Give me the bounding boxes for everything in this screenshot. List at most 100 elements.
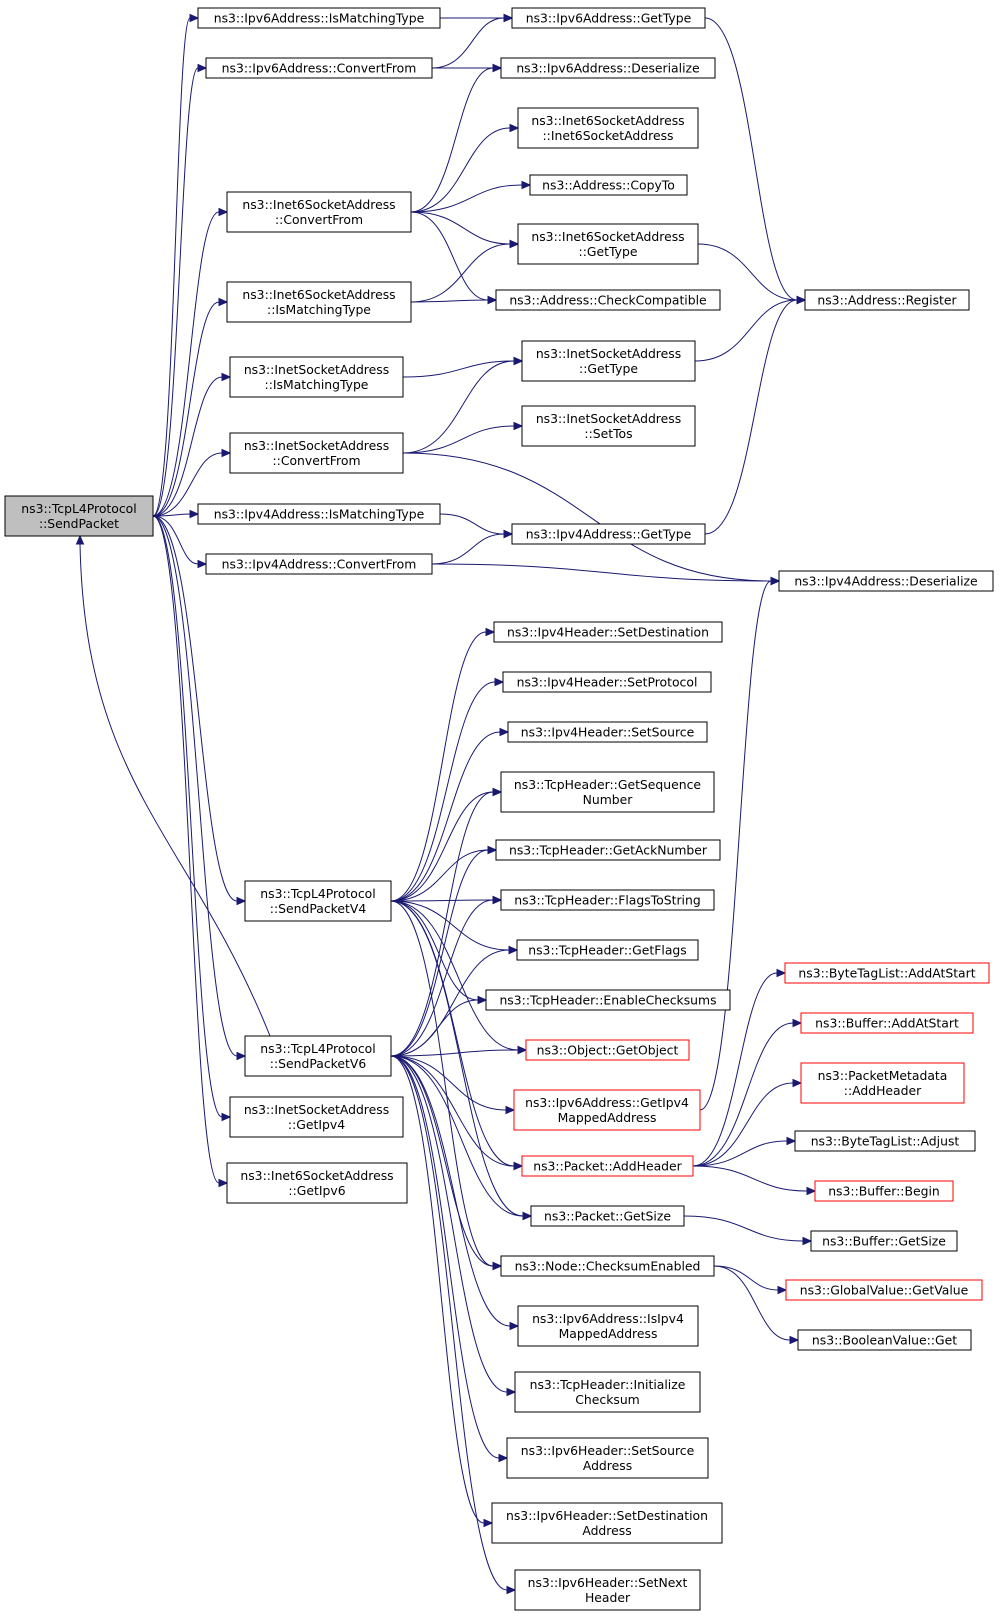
node-ipv4addr-convert-from[interactable]: ns3::Ipv4Address::ConvertFrom (205, 553, 433, 575)
edge-ipv4addr_convert_from-to-ipv4addr_get_type (431, 529, 514, 565)
node-box (797, 1329, 972, 1351)
node-label: ns3::InetSocketAddress (244, 438, 389, 453)
node-send-packet-v4[interactable]: ns3::TcpL4Protocol::SendPacketV4 (244, 880, 392, 922)
edge-line (152, 211, 220, 517)
node-address-copy-to[interactable]: ns3::Address::CopyTo (529, 174, 688, 196)
node-box (500, 1255, 715, 1277)
node-send-packet[interactable]: ns3::TcpL4Protocol::SendPacket (4, 495, 154, 537)
edge-send_packet-to-inetsock_is_matching_type (152, 372, 232, 517)
edge-line (410, 211, 489, 301)
node-buffer-get-size[interactable]: ns3::Buffer::GetSize (810, 1230, 958, 1252)
edge-line (431, 533, 505, 565)
node-booleanvalue-get[interactable]: ns3::BooleanValue::Get (797, 1329, 972, 1351)
edge-send_packet_v6-to-node_checksum_enabled (390, 1055, 503, 1271)
node-bytetaglist-add-at-start[interactable]: ns3::ByteTagList::AddAtStart (784, 962, 990, 984)
arrowhead-icon (513, 421, 524, 431)
node-ipv6addr-convert-from[interactable]: ns3::Ipv6Address::ConvertFrom (205, 57, 433, 79)
node-ipv4hdr-set-destination[interactable]: ns3::Ipv4Header::SetDestination (493, 621, 723, 643)
edge-node_checksum_enabled-to-globalvalue_get_value (713, 1265, 788, 1295)
node-inet6sock-ctor[interactable]: ns3::Inet6SocketAddress::Inet6SocketAddr… (517, 107, 699, 149)
node-buffer-add-at-start[interactable]: ns3::Buffer::AddAtStart (800, 1012, 974, 1034)
edge-line (431, 563, 772, 582)
node-label: ns3::TcpL4Protocol (260, 1041, 375, 1056)
node-ipv4hdr-set-source[interactable]: ns3::Ipv4Header::SetSource (507, 721, 708, 743)
node-inetsock-set-tos[interactable]: ns3::InetSocketAddress::SetTos (521, 405, 696, 447)
node-inet6sock-get-ipv6[interactable]: ns3::Inet6SocketAddress::GetIpv6 (226, 1162, 408, 1204)
node-inet6sock-get-type[interactable]: ns3::Inet6SocketAddress::GetType (517, 223, 699, 265)
edge-line (692, 1165, 808, 1192)
node-label: ns3::InetSocketAddress (244, 1102, 389, 1117)
node-ipv4hdr-set-protocol[interactable]: ns3::Ipv4Header::SetProtocol (502, 671, 712, 693)
node-node-checksum-enabled[interactable]: ns3::Node::ChecksumEnabled (500, 1255, 715, 1277)
node-address-register[interactable]: ns3::Address::Register (804, 289, 970, 311)
node-label: Checksum (575, 1392, 640, 1407)
edge-inetsock_is_matching_type-to-inetsock_get_type (402, 356, 524, 378)
node-inet6sock-convert-from[interactable]: ns3::Inet6SocketAddress::ConvertFrom (226, 191, 412, 233)
node-packet-add-header[interactable]: ns3::Packet::AddHeader (521, 1155, 694, 1177)
node-label: ns3::Address::Register (817, 293, 957, 308)
arrowhead-icon (221, 448, 232, 458)
node-address-check-compatible[interactable]: ns3::Address::CheckCompatible (495, 289, 721, 311)
arrowhead-icon (802, 1236, 813, 1246)
node-inet6sock-is-matching-type[interactable]: ns3::Inet6SocketAddress::IsMatchingType (226, 281, 412, 323)
node-label: ns3::TcpHeader::FlagsToString (514, 893, 700, 908)
arrowhead-icon (189, 509, 200, 519)
edge-line (390, 999, 479, 1057)
node-box (197, 503, 441, 525)
node-ipv4addr-is-matching-type[interactable]: ns3::Ipv4Address::IsMatchingType (197, 503, 441, 525)
arrowhead-icon (509, 1321, 520, 1331)
node-ipv6addr-deserialize[interactable]: ns3::Ipv6Address::Deserialize (500, 57, 716, 79)
node-box (785, 1279, 983, 1301)
edge-send_packet_v6-to-packet_get_size (390, 1055, 533, 1221)
edge-line (390, 900, 494, 1267)
node-box (226, 281, 412, 323)
arrowhead-icon (494, 677, 505, 687)
node-inetsock-is-matching-type[interactable]: ns3::InetSocketAddress::IsMatchingType (229, 356, 404, 398)
node-label: ns3::Ipv4Header::SetDestination (507, 625, 709, 640)
edge-node_checksum_enabled-to-booleanvalue_get (713, 1265, 800, 1345)
node-label: ns3::Inet6SocketAddress (242, 287, 395, 302)
arrowhead-icon (786, 1136, 797, 1146)
node-send-packet-v6[interactable]: ns3::TcpL4Protocol::SendPacketV6 (244, 1035, 392, 1077)
arrowhead-icon (487, 295, 498, 305)
arrowhead-icon (499, 727, 510, 737)
arrowhead-icon (503, 13, 514, 23)
node-ipv4addr-deserialize[interactable]: ns3::Ipv4Address::Deserialize (778, 570, 994, 592)
edge-ipv6addr_get_type-to-address_register (704, 17, 807, 305)
node-tcphdr-get-ack-number[interactable]: ns3::TcpHeader::GetAckNumber (495, 839, 721, 861)
node-ipv6addr-is-matching-type[interactable]: ns3::Ipv6Address::IsMatchingType (197, 7, 441, 29)
node-label: ns3::Ipv4Address::ConvertFrom (222, 557, 417, 572)
node-object-get-object[interactable]: ns3::Object::GetObject (525, 1039, 690, 1061)
node-label: ns3::TcpL4Protocol (260, 886, 375, 901)
node-inetsock-get-ipv4[interactable]: ns3::InetSocketAddress::GetIpv4 (229, 1096, 404, 1138)
edge-send_packet_v6-to-tcphdr_enable_checksums (390, 995, 488, 1057)
node-bytetaglist-adjust[interactable]: ns3::ByteTagList::Adjust (794, 1130, 976, 1152)
edge-line (390, 1049, 519, 1057)
node-inetsock-convert-from[interactable]: ns3::InetSocketAddress::ConvertFrom (229, 432, 404, 474)
node-box (205, 57, 433, 79)
arrowhead-icon (477, 995, 488, 1005)
edge-line (390, 1055, 485, 1524)
node-label: ns3::TcpL4Protocol (21, 501, 136, 516)
node-inetsock-get-type[interactable]: ns3::InetSocketAddress::GetType (521, 340, 696, 382)
node-packet-get-size[interactable]: ns3::Packet::GetSize (530, 1205, 685, 1227)
node-buffer-begin[interactable]: ns3::Buffer::Begin (814, 1180, 954, 1202)
node-globalvalue-get-value[interactable]: ns3::GlobalValue::GetValue (785, 1279, 983, 1301)
node-box (500, 57, 716, 79)
node-box (521, 1155, 694, 1177)
node-label: ns3::Packet::GetSize (544, 1209, 671, 1224)
node-ipv6addr-get-type[interactable]: ns3::Ipv6Address::GetType (511, 7, 706, 29)
node-packetmetadata-add-header[interactable]: ns3::PacketMetadata::AddHeader (800, 1062, 965, 1104)
node-tcphdr-get-flags[interactable]: ns3::TcpHeader::GetFlags (516, 939, 699, 961)
node-tcphdr-enable-checksums[interactable]: ns3::TcpHeader::EnableChecksums (485, 989, 731, 1011)
node-ipv4addr-get-type[interactable]: ns3::Ipv4Address::GetType (511, 523, 706, 545)
node-tcphdr-flags-to-string[interactable]: ns3::TcpHeader::FlagsToString (500, 889, 715, 911)
node-box (517, 223, 699, 265)
